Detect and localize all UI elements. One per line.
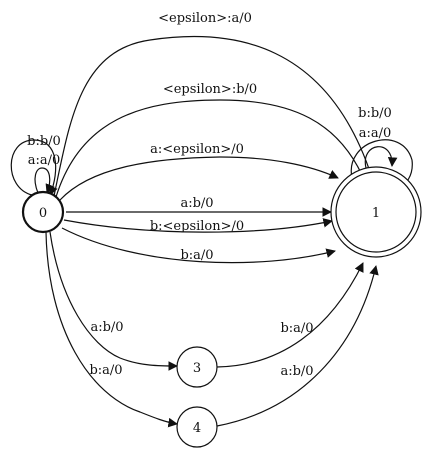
edge-0-0-a-a: [34, 167, 55, 194]
state-1-label: 1: [372, 206, 380, 221]
edge-label-0-4: b:a/0: [89, 363, 122, 378]
state-3: 3: [176, 346, 218, 388]
edge-1-1-a-a: [364, 146, 398, 169]
edge-label-a-b: a:b/0: [180, 196, 213, 211]
edge-0-0-b-b: [10, 139, 58, 196]
state-0: 0: [21, 190, 65, 234]
state-1: 1: [330, 166, 422, 258]
edge-4-1-a-b: [216, 265, 379, 427]
edge-label-loop0-aa: a:a/0: [28, 153, 61, 168]
edge-label-a-eps: a:<epsilon>/0: [150, 142, 244, 157]
edge-0-3-a-b: [49, 231, 178, 371]
edge-0-1-b-a: [61, 227, 336, 264]
edge-0-1-eps-a: [53, 35, 377, 197]
edge-label-3-1: b:a/0: [280, 321, 313, 336]
edge-label-b-a: b:a/0: [180, 248, 213, 263]
edge-label-eps-a: <epsilon>:a/0: [158, 11, 252, 26]
state-0-label: 0: [39, 206, 47, 221]
edge-label-loop0-bb: b:b/0: [27, 134, 61, 149]
edge-label-4-1: a:b/0: [280, 364, 313, 379]
edge-0-1-eps-b: [55, 99, 368, 198]
edge-label-loop1-aa: a:a/0: [359, 126, 392, 141]
edge-0-1-b-eps: [63, 218, 333, 233]
state-4: 4: [176, 406, 218, 448]
edge-label-0-3: a:b/0: [90, 320, 123, 335]
edge-0-4-b-a: [45, 231, 178, 428]
state-4-label: 4: [193, 421, 201, 436]
state-3-label: 3: [193, 361, 201, 376]
edge-label-eps-b: <epsilon>:b/0: [163, 82, 257, 97]
edge-0-1-a-eps: [59, 156, 339, 201]
edge-label-b-eps: b:<epsilon>/0: [150, 219, 244, 234]
edge-label-loop1-bb: b:b/0: [358, 106, 392, 121]
edge-3-1-b-a: [216, 262, 364, 368]
